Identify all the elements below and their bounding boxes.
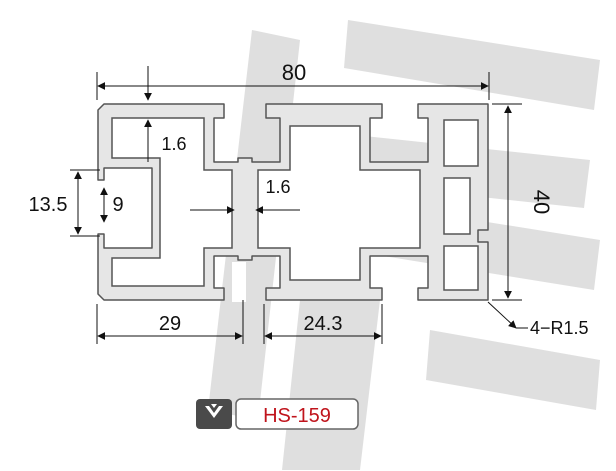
cavity-left [111, 117, 233, 287]
product-code: HS-159 [263, 405, 331, 427]
dim-left-slot-height: 13.5 [29, 194, 68, 216]
badge-code-box [235, 398, 359, 430]
dim-corner-radius-note: 4−R1.5 [530, 318, 589, 338]
dim-overall-height: 40 [529, 190, 554, 214]
chevron-leaf-logo-icon [205, 404, 223, 418]
dim-bottom-left-width: 29 [159, 313, 181, 335]
dim-wall-top: 1.6 [161, 134, 186, 154]
dim-overall-width: 80 [282, 60, 306, 85]
dim-bottom-slot-width: 24.3 [304, 313, 343, 335]
cavity-middle [257, 125, 421, 281]
cavity-right-mid [443, 177, 471, 235]
aluminium-profile [97, 103, 489, 302]
cavity-right-top [443, 119, 479, 167]
product-badge: HS-159 [196, 398, 359, 430]
cavity-right-bottom [443, 245, 479, 291]
dim-left-slot-inner: 9 [112, 194, 123, 216]
dim-web-thickness: 1.6 [265, 177, 290, 197]
dimension-lines [70, 66, 528, 344]
slot-bottom-left [232, 262, 246, 302]
